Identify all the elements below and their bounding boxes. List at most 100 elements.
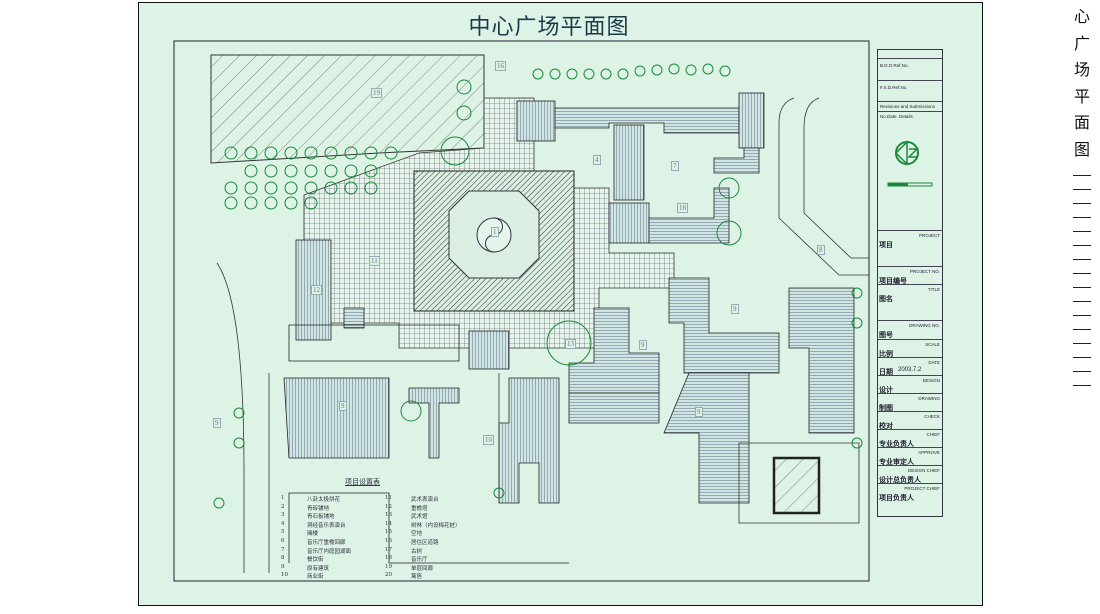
dash-divider [1073, 371, 1091, 372]
title-block: B.D.O.Ref.No. F.S.D.Ref.No. Revisions an… [877, 49, 943, 517]
legend-number: 7 [281, 546, 285, 553]
row-label-en: PROJECT CHIEF [904, 486, 940, 491]
title-block-row: DRAWING NO.图号 [878, 320, 942, 340]
plan-label: 9 [213, 418, 221, 428]
plan-label: 12 [311, 285, 322, 295]
plan-label: 1 [491, 227, 499, 237]
legend-item-name: 音乐厅 [411, 557, 428, 564]
legend-number: 15 [385, 529, 392, 536]
row-label-en: APPROVE [918, 450, 940, 455]
legend-number: 5 [281, 529, 285, 536]
row-label-cn: 项目 [879, 242, 893, 249]
title-block-row: DESIGN 设计 [878, 375, 942, 394]
legend-number: 2 [281, 503, 285, 510]
plan-label: 18 [677, 203, 688, 213]
legend-number: 10 [281, 572, 288, 579]
date-value: 2003.7.2 [898, 367, 922, 373]
legend-heading: 项目设置表 [345, 478, 380, 486]
row-label-cn: 项目负责人 [879, 495, 914, 502]
legend-item-name: 重檐塔 [411, 505, 428, 512]
legend-number: 3 [281, 512, 285, 519]
existing-area [210, 54, 485, 164]
legend-item-name: 洞经音乐表演台 [307, 522, 346, 529]
legend-item-name: 古树 [411, 548, 423, 555]
dash-divider [1073, 175, 1091, 176]
row-label-en: DATE [928, 360, 940, 365]
legend-number: 9 [281, 563, 285, 570]
row-label-cn: 图号 [879, 332, 893, 339]
title-block-row: DATE 日期 2003.7.2 [878, 357, 942, 376]
legend-item-name: 树林（内设梅花桩） [411, 522, 461, 529]
row-label-cn: 专业负责人 [879, 441, 914, 448]
dash-divider [1073, 315, 1091, 316]
legend-item-name: 青石板铺地 [307, 514, 335, 521]
legend-item-name: 音乐厅内庭园湖面 [307, 548, 352, 555]
nodate-label: No.Date. Details. [880, 114, 915, 119]
plan-label: 13 [565, 339, 576, 349]
title-block-row: CHECK 校对 [878, 411, 942, 430]
drawing-title: 中心广场平面图 [468, 15, 630, 40]
plan-label: 9 [695, 407, 703, 417]
dash-divider [1073, 357, 1091, 358]
row-label-en: TITLE [927, 287, 940, 292]
side-title: 心广场平面图 [1070, 4, 1094, 399]
dash-divider [1073, 301, 1091, 302]
legend-item-name: 空地 [411, 531, 423, 538]
side-title-char: 心 [1073, 7, 1090, 26]
dash-divider [1073, 259, 1091, 260]
side-title-char: 广 [1073, 33, 1090, 53]
side-title-char: 场 [1073, 60, 1090, 79]
legend-number: 18 [385, 555, 392, 562]
row-label-cn: 校对 [879, 423, 893, 430]
legend-number: 11 [385, 495, 392, 501]
side-title-char: 面 [1073, 113, 1090, 132]
row-label-cn: 比例 [879, 351, 893, 358]
legend-item-name: 居住区道路 [411, 540, 439, 546]
dash-divider [1073, 203, 1091, 204]
plan-label: 9 [639, 340, 647, 350]
dash-divider [1073, 217, 1091, 218]
row-label-en: SCALE [925, 342, 940, 347]
title-block-row: APPROVE 专业审定人 [878, 447, 942, 466]
legend-number: 20 [385, 572, 392, 579]
revisions-label: Revisions and Submissions [880, 104, 936, 109]
dash-divider [1073, 273, 1091, 274]
row-label-cn: 设计总负责人 [879, 477, 921, 484]
side-title-char: 图 [1073, 139, 1090, 159]
legend-item-name: 青砖铺地 [307, 505, 330, 512]
row-label-en: PROJECT NO. [909, 269, 940, 274]
dash-divider [1073, 231, 1091, 232]
row-label-cn: 专业审定人 [879, 459, 914, 466]
trees [213, 63, 863, 509]
dash-divider [1073, 343, 1091, 344]
legend-number: 6 [281, 538, 285, 544]
plan-label: 9 [339, 401, 347, 411]
legend-item-name: 音乐厅重檐回廊 [307, 540, 346, 546]
row-label-en: DESIGN [922, 378, 940, 383]
legend-item-name: 商业街 [307, 574, 324, 581]
scale-bar-icon [887, 182, 933, 187]
site-plan [173, 40, 870, 582]
row-label-cn: 制图 [879, 405, 893, 412]
row-label-en: PROJECT [918, 233, 940, 238]
row-label-cn: 项目编号 [879, 278, 907, 285]
plan-label: 7 [671, 161, 679, 171]
plan-label: 11 [369, 256, 380, 266]
title-block-row: SCALE 比例 [878, 339, 942, 358]
row-label-en: CHECK [924, 414, 940, 419]
legend-item-name: 餐饮街 [307, 557, 324, 564]
dash-divider [1073, 385, 1091, 386]
drawing-sheet: 中心广场平面图 [138, 2, 983, 606]
legend-item-name: 单层回廊 [411, 565, 434, 572]
row-label-cn: 设计 [879, 387, 893, 394]
row-label-cn: 日期 [879, 369, 893, 376]
side-title-char: 平 [1073, 86, 1090, 106]
fsd-ref: F.S.D.Ref.No. [880, 85, 908, 90]
inner-frame [173, 40, 870, 582]
title-block-row: PROJECT NO.项目编号 [878, 266, 942, 285]
legend-number: 1 [281, 495, 285, 501]
legend-number: 19 [385, 563, 392, 570]
legend-number: 17 [385, 546, 392, 553]
